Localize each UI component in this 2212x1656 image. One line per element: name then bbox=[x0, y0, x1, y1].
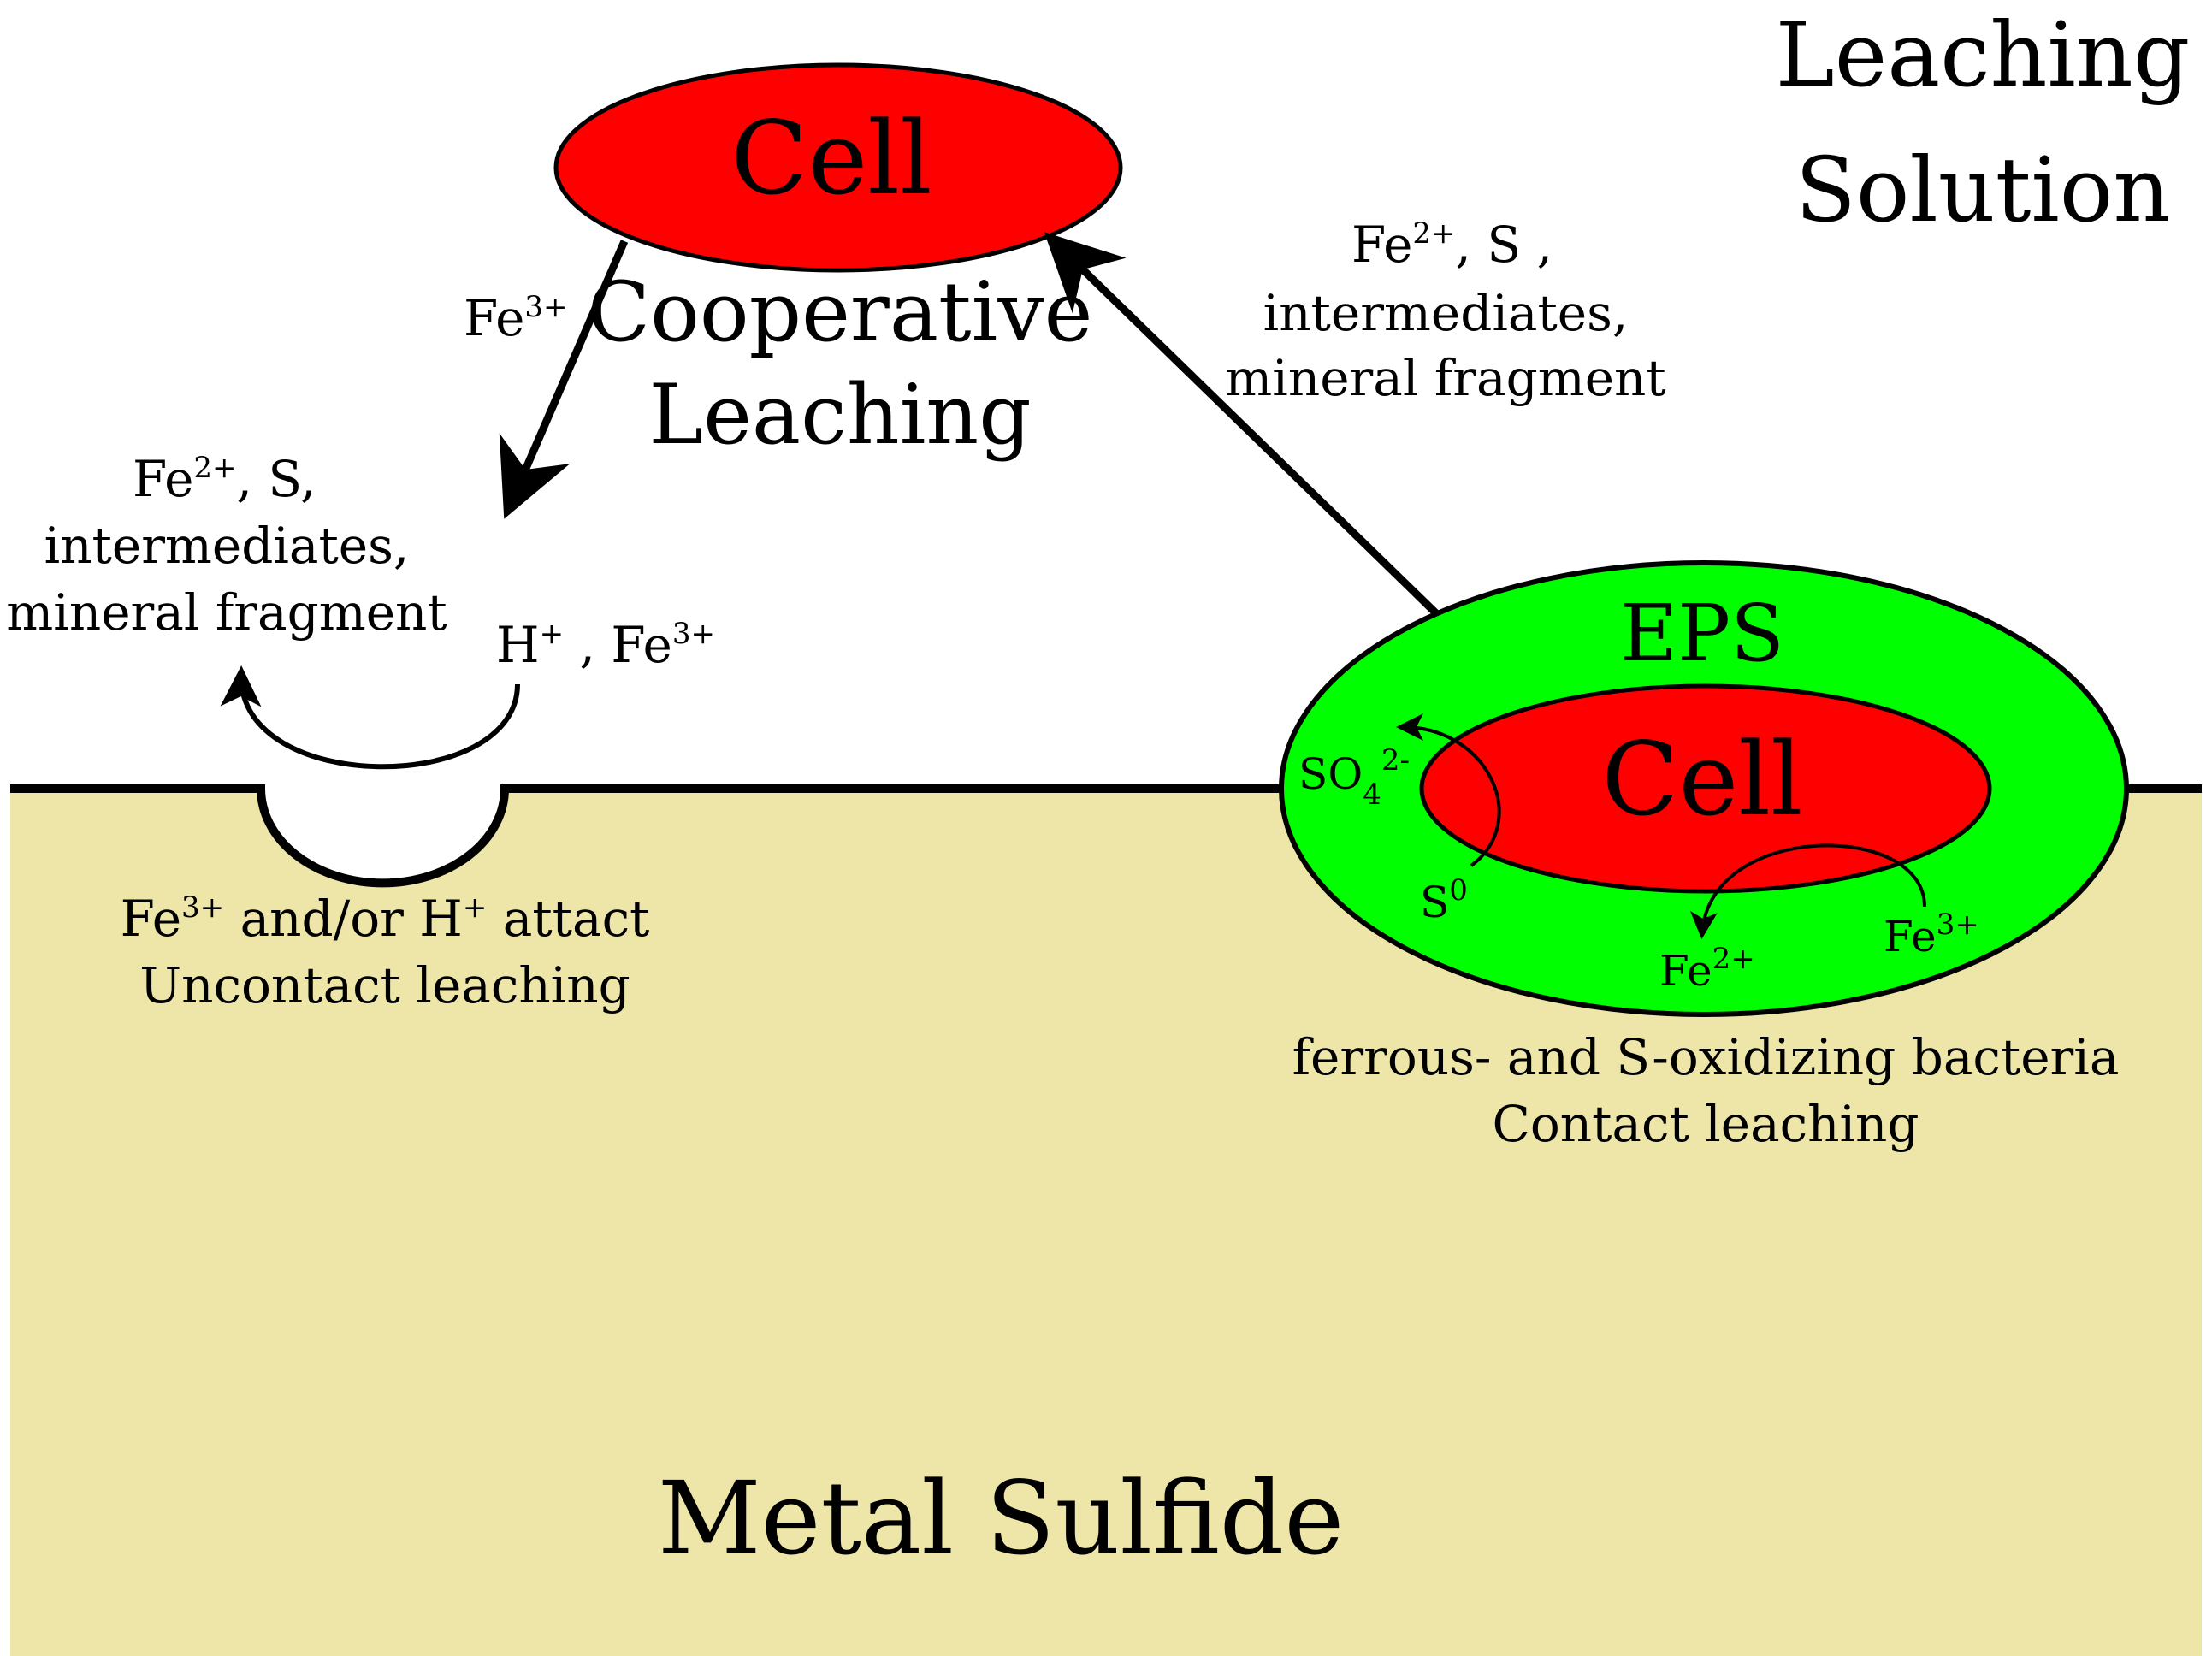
left-products-line1: Fe2+, S, bbox=[133, 450, 316, 508]
leaching-solution-line1: Leaching bbox=[1776, 3, 2191, 107]
metal-sulfide-label: Metal Sulfide bbox=[658, 1459, 1344, 1577]
eps-label: EPS bbox=[1620, 588, 1784, 679]
cooperative-title-line2: Leaching bbox=[648, 367, 1031, 463]
fe2-label: Fe2+ bbox=[1659, 942, 1755, 996]
attack-curved-arrow bbox=[220, 665, 520, 770]
contact-caption-line1: ferrous- and S-oxidizing bacteria bbox=[1292, 1028, 2120, 1086]
cooperative-cell bbox=[553, 62, 1123, 273]
s0-label: S0 bbox=[1420, 873, 1468, 927]
left-products-line2: intermediates, bbox=[44, 517, 410, 575]
attack-ions-label: H+ , Fe3+ bbox=[496, 616, 715, 674]
eps-to-cell-arrow bbox=[1044, 232, 1440, 618]
right-products-line2: intermediates, bbox=[1263, 284, 1629, 342]
cooperative-cell-label: Cell bbox=[730, 99, 932, 217]
iron-reduction-arrow bbox=[1689, 843, 1926, 939]
contact-cell-label: Cell bbox=[1601, 720, 1803, 838]
leaching-solution-line2: Solution bbox=[1795, 138, 2171, 242]
fe3-arrow-label: Fe3+ bbox=[464, 289, 568, 347]
uncontact-caption-line2: Uncontact leaching bbox=[139, 956, 630, 1014]
cooperative-title-line1: Cooperative bbox=[588, 264, 1093, 360]
uncontact-caption-line1: Fe3+ and/or H+ attact bbox=[121, 890, 650, 948]
right-products-line1: Fe2+, S , bbox=[1351, 216, 1553, 274]
fe3-label: Fe3+ bbox=[1884, 908, 1979, 961]
contact-cell bbox=[1419, 683, 1992, 894]
right-products-line3: mineral fragment bbox=[1225, 349, 1665, 407]
mineral-surface-line bbox=[10, 784, 2202, 888]
contact-caption-line2: Contact leaching bbox=[1492, 1095, 1919, 1153]
so4-label: SO42- bbox=[1298, 743, 1410, 812]
left-products-line3: mineral fragment bbox=[6, 583, 447, 642]
fe3-down-arrow bbox=[499, 240, 629, 519]
sulfur-oxidation-arrow bbox=[1396, 713, 1501, 867]
